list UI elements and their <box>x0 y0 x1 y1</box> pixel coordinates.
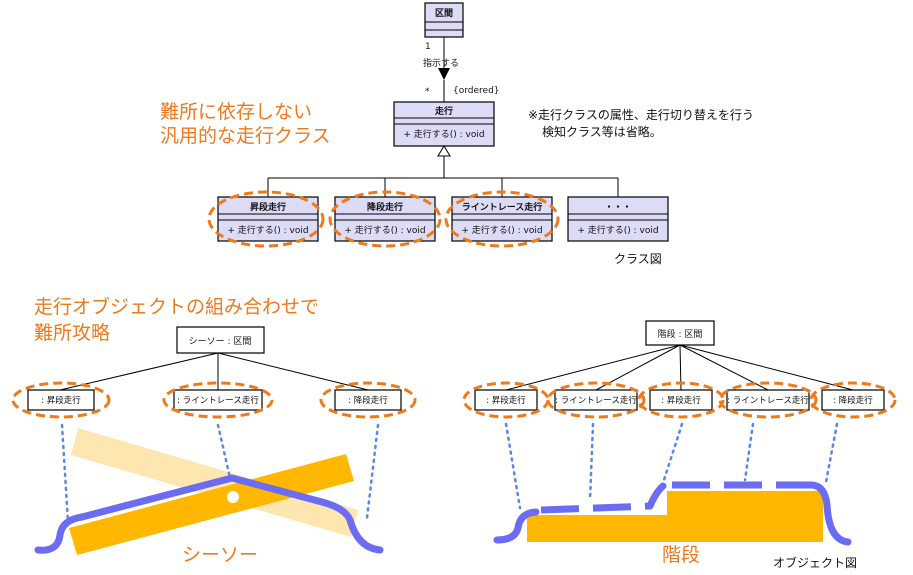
seesaw-child-label: : ライントレース走行 <box>177 395 259 406</box>
dotted-connector <box>504 422 522 510</box>
highlight-ellipse <box>444 190 560 248</box>
subclass-method: + 走行する() : void <box>577 224 658 236</box>
steps-track-riser <box>646 482 667 510</box>
steps-child-label: : 昇段走行 <box>486 395 526 406</box>
highlight-ellipse <box>319 381 417 419</box>
step-lower <box>527 515 823 542</box>
steps-child-label: : ライントレース走行 <box>555 395 637 406</box>
seesaw-parent-label: シーソー : 区間 <box>189 336 252 347</box>
multiplicity-many: * <box>425 87 430 97</box>
seesaw-title: シーソー <box>182 544 258 566</box>
steps-track-lower <box>540 502 651 514</box>
dotted-connector <box>60 423 70 524</box>
class-shoudan: 昇段走行 + 走行する() : void <box>217 196 319 242</box>
dotted-connector <box>365 423 380 520</box>
generic-class-note-line1: 難所に依存しない <box>160 101 312 123</box>
highlight-ellipse <box>207 190 325 248</box>
seesaw-pivot <box>227 491 239 503</box>
multiplicity-one: 1 <box>425 42 431 52</box>
dotted-connector <box>743 422 755 482</box>
subclass-method: + 走行する() : void <box>344 224 425 236</box>
subclass-method: + 走行する() : void <box>227 224 308 236</box>
combination-note-line2: 難所攻略 <box>34 322 110 344</box>
dotted-connector <box>588 422 595 502</box>
steps-parent-object <box>645 320 715 346</box>
class-linetrace: ライントレース走行 + 走行する() : void <box>451 196 553 242</box>
seesaw-child-label: : 昇段走行 <box>41 395 81 406</box>
subclass-name: 降段走行 <box>367 201 403 213</box>
highlight-ellipse <box>809 381 897 419</box>
association-label: 指示する <box>423 57 459 69</box>
omission-note-line1: ※走行クラスの属性、走行切り替えを行う <box>528 108 754 122</box>
highlight-ellipse <box>162 381 274 419</box>
steps-track-left <box>493 508 540 544</box>
dotted-connector <box>662 422 684 482</box>
subclass-name: ライントレース走行 <box>462 201 543 213</box>
highlight-ellipse <box>718 381 818 419</box>
class-etc: ・・・ + 走行する() : void <box>567 196 669 242</box>
seesaw-child-label: : 降段走行 <box>348 395 388 406</box>
class-soukou-method: + 走行する() : void <box>403 128 484 140</box>
seesaw-child-object <box>173 389 263 411</box>
dotted-connector <box>216 423 232 480</box>
steps-child-label: : 昇段走行 <box>661 395 701 406</box>
seesaw-child-object <box>27 389 95 411</box>
dotted-connector <box>824 422 839 484</box>
subclass-name: 昇段走行 <box>250 201 286 213</box>
combination-note-line1: 走行オブジェクトの組み合わせで <box>34 295 319 318</box>
seesaw-parent-object <box>176 326 265 354</box>
highlight-ellipse <box>462 381 550 419</box>
association-arrowhead <box>438 68 450 80</box>
seesaw-child-object <box>334 389 402 411</box>
class-kukan-name: 区間 <box>435 8 453 19</box>
steps-child-object <box>474 389 538 411</box>
class-soukou: 走行 + 走行する() : void <box>393 101 495 147</box>
ordered-constraint: {ordered} <box>453 86 500 96</box>
seesaw-board-down <box>69 454 354 555</box>
highlight-ellipse <box>11 381 111 419</box>
highlight-ellipse <box>637 381 725 419</box>
steps-child-object <box>554 389 638 411</box>
generic-class-note-line2: 汎用的な走行クラス <box>160 125 331 147</box>
steps-track-right <box>808 481 852 546</box>
class-soukou-name: 走行 <box>434 105 453 117</box>
steps-child-object <box>821 389 885 411</box>
step-upper <box>667 491 823 515</box>
class-diagram-caption: クラス図 <box>614 252 662 266</box>
steps-child-object <box>649 389 713 411</box>
highlight-ellipse <box>546 381 646 419</box>
subclass-name: ・・・ <box>604 203 631 213</box>
steps-child-label: : 降段走行 <box>833 395 873 406</box>
steps-title: 階段 <box>662 544 700 566</box>
class-koudan: 降段走行 + 走行する() : void <box>334 196 436 242</box>
class-diagram: 区間 1 指示する * {ordered} 走行 + 走行する() : void <box>207 2 669 266</box>
omission-note-line2: 検知クラス等は省略。 <box>542 124 662 139</box>
seesaw-track-line <box>34 474 384 554</box>
seesaw-object-diagram: シーソー : 区間 : 昇段走行 : ライントレース走行 : 降段走行 シーソー <box>11 326 417 566</box>
steps-child-label: : ライントレース走行 <box>727 395 809 406</box>
steps-child-object <box>726 389 810 411</box>
highlight-ellipse <box>328 190 442 248</box>
generalization-arrowhead <box>437 145 451 157</box>
class-kukan: 区間 <box>424 2 464 38</box>
subclass-method: + 走行する() : void <box>461 224 542 236</box>
steps-parent-label: 階段 : 区間 <box>658 328 703 340</box>
steps-object-diagram: 階段 : 区間 : 昇段走行 : ライントレース走行 : 昇段走行 : ライント… <box>462 320 897 570</box>
object-diagram-caption: オブジェクト図 <box>773 555 857 570</box>
